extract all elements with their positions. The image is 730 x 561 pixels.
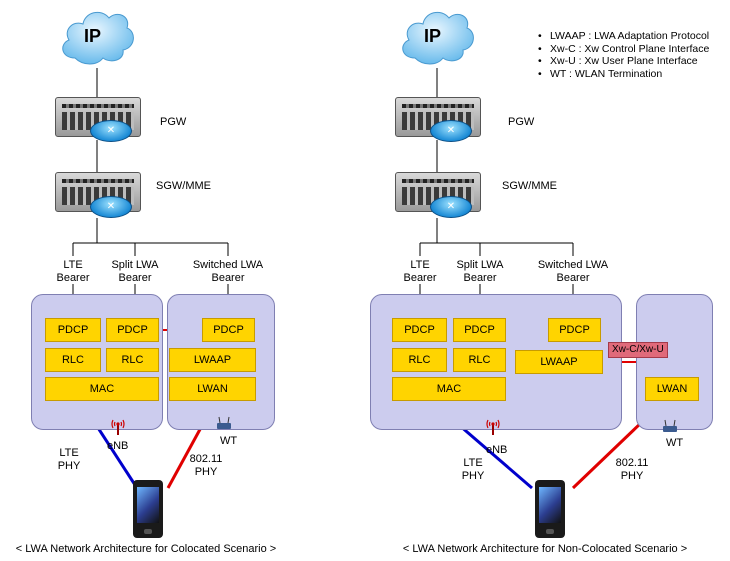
- ue-phone-icon: [535, 480, 565, 538]
- pdcp-block-split: PDCP: [106, 318, 159, 342]
- lwaap-block: LWAAP: [515, 350, 603, 374]
- legend-item: LWAAP : LWA Adaptation Protocol: [538, 30, 709, 43]
- switched-lwa-bearer-label: Switched LWA Bearer: [192, 259, 264, 284]
- enb-label: eNB: [107, 440, 129, 452]
- pdcp-block-lte: PDCP: [392, 318, 447, 342]
- lte-bearer-label: LTE Bearer: [403, 259, 437, 284]
- pdcp-block-switched: PDCP: [202, 318, 255, 342]
- lte-bearer-label: LTE Bearer: [56, 259, 90, 284]
- sgw-mme-label: SGW/MME: [502, 180, 557, 192]
- pdcp-block-split: PDCP: [453, 318, 506, 342]
- ip-cloud-icon: IP: [397, 6, 477, 68]
- pgw-label: PGW: [508, 116, 535, 128]
- ip-label: IP: [424, 26, 442, 46]
- sgw-mme-label: SGW/MME: [156, 180, 211, 192]
- legend-item: WT : WLAN Termination: [538, 68, 709, 81]
- mac-block: MAC: [45, 377, 159, 401]
- lwan-block: LWAN: [645, 377, 699, 401]
- wt-label: WT: [220, 435, 238, 447]
- ip-cloud-icon: IP: [57, 6, 137, 68]
- colocated-caption: < LWA Network Architecture for Colocated…: [15, 543, 277, 555]
- wt-protocol-group: [636, 294, 713, 430]
- ue-phone-icon: [133, 480, 163, 538]
- router-icon: ✕: [430, 196, 472, 218]
- pgw-label: PGW: [160, 116, 187, 128]
- rlc-block-lte: RLC: [392, 348, 447, 372]
- enb-antenna-icon: [111, 416, 125, 436]
- router-icon: ✕: [430, 120, 472, 142]
- noncolocated-caption: < LWA Network Architecture for Non-Coloc…: [402, 543, 688, 555]
- pdcp-block-switched: PDCP: [548, 318, 601, 342]
- split-lwa-bearer-label: Split LWA Bearer: [456, 259, 504, 284]
- wifi-phy-label: 802.11 PHY: [615, 457, 649, 482]
- mac-block: MAC: [392, 377, 506, 401]
- acronym-legend: LWAAP : LWA Adaptation Protocol Xw-C : X…: [538, 30, 709, 80]
- router-icon: ✕: [90, 120, 132, 142]
- legend-item: Xw-C : Xw Control Plane Interface: [538, 43, 709, 56]
- xw-interface-tag: Xw-C/Xw-U: [608, 342, 668, 358]
- split-lwa-bearer-label: Split LWA Bearer: [111, 259, 159, 284]
- switched-lwa-bearer-label: Switched LWA Bearer: [537, 259, 609, 284]
- router-icon: ✕: [90, 196, 132, 218]
- wt-label: WT: [666, 437, 684, 449]
- enb-antenna-icon: [486, 416, 500, 436]
- rlc-block-lte: RLC: [45, 348, 101, 372]
- rlc-block-split: RLC: [453, 348, 506, 372]
- ip-label: IP: [84, 26, 102, 46]
- enb-label: eNB: [486, 444, 508, 456]
- rlc-block-split: RLC: [106, 348, 159, 372]
- wifi-ap-icon: [662, 419, 678, 433]
- lwaap-block: LWAAP: [169, 348, 256, 372]
- wifi-phy-label: 802.11 PHY: [189, 453, 223, 478]
- pdcp-block-lte: PDCP: [45, 318, 101, 342]
- lte-phy-label: LTE PHY: [57, 447, 81, 472]
- lwan-block: LWAN: [169, 377, 256, 401]
- legend-item: Xw-U : Xw User Plane Interface: [538, 55, 709, 68]
- lte-phy-label: LTE PHY: [461, 457, 485, 482]
- wifi-ap-icon: [216, 416, 232, 430]
